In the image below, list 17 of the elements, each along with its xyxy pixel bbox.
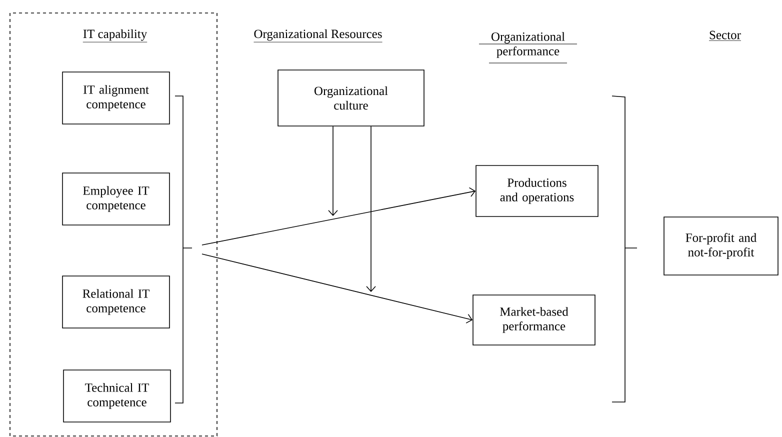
- concept-box: For-profit and not-for-profit: [664, 216, 778, 276]
- column-heading: Sector: [708, 30, 742, 41]
- arrow: [202, 187, 476, 246]
- concept-box: Productions and operations: [476, 165, 598, 217]
- concept-box: IT alignment competence: [62, 72, 170, 124]
- concept-box: Market-based performance: [472, 294, 596, 346]
- concept-box: Relational IT competence: [62, 276, 170, 328]
- dashed-group-box: [10, 12, 218, 436]
- arrow: [202, 254, 473, 324]
- concept-box: Organizational culture: [278, 70, 424, 126]
- group-heading: IT capability: [82, 29, 148, 42]
- arrow: [366, 126, 376, 292]
- column-heading: Organizational performance: [478, 32, 578, 64]
- concept-box: Technical IT competence: [63, 370, 171, 422]
- column-heading: Organizational Resources: [254, 29, 382, 42]
- arrow: [328, 126, 338, 216]
- concept-box: Employee IT competence: [62, 172, 170, 226]
